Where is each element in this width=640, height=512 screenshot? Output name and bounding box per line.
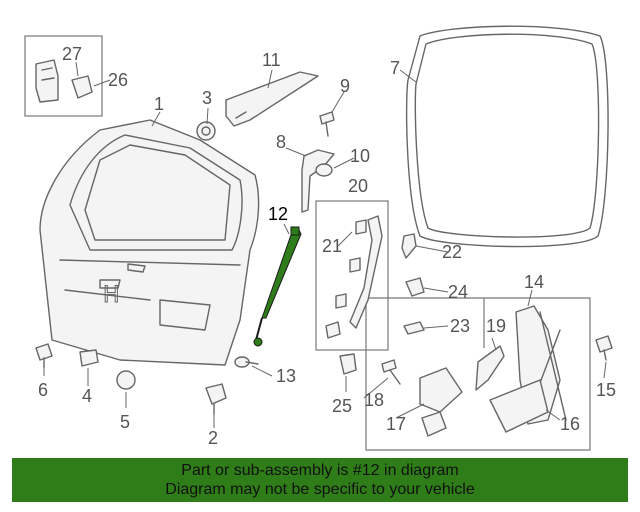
weatherstrip-part-7 [405, 25, 609, 248]
callout-9: 9 [340, 76, 350, 96]
callout-2: 2 [208, 428, 218, 448]
callout-7: 7 [390, 58, 400, 78]
callout-27: 27 [62, 44, 82, 64]
callout-1: 1 [154, 94, 164, 114]
bolt-part-15 [595, 335, 613, 361]
callout-26: 26 [108, 70, 128, 90]
actuator-part-17 [419, 367, 463, 437]
cap-part-5 [116, 370, 136, 390]
callout-12: 12 [268, 204, 288, 224]
callout-22: 22 [442, 242, 462, 262]
callout-20: 20 [348, 176, 368, 196]
motor-part-16 [489, 379, 549, 433]
clip-part-27 [35, 59, 59, 103]
parts-diagram: H [24, 25, 616, 451]
callout-labels: 27 26 1 3 11 9 8 10 7 20 12 21 22 24 14 … [38, 44, 616, 448]
callout-6: 6 [38, 380, 48, 400]
bracket-part-19 [475, 345, 505, 391]
hinge-part-8 [301, 149, 335, 213]
callout-24: 24 [448, 282, 468, 302]
spoiler-part-11 [225, 71, 319, 127]
trim-part-20 [349, 215, 383, 329]
callout-3: 3 [202, 88, 212, 108]
banner-line-1: Part or sub-assembly is #12 in diagram [181, 462, 459, 479]
part-info-banner: Part or sub-assembly is #12 in diagram D… [12, 458, 628, 502]
callout-15: 15 [596, 380, 616, 400]
bumper-part-25 [339, 353, 357, 375]
callout-18: 18 [364, 390, 384, 410]
banner-line-2: Diagram may not be specific to your vehi… [165, 481, 475, 498]
group-box-26-27 [24, 35, 103, 117]
bolt-part-9 [319, 111, 335, 137]
bolt-part-6 [35, 343, 53, 369]
group-box-20 [315, 200, 389, 351]
clip-part-4 [79, 349, 99, 367]
callout-17: 17 [386, 414, 406, 434]
callout-13: 13 [276, 366, 296, 386]
callout-5: 5 [120, 412, 130, 432]
bolt-part-18 [381, 359, 401, 385]
screw-part-23 [403, 321, 425, 335]
callout-23: 23 [450, 316, 470, 336]
svg-text:H: H [103, 283, 120, 308]
washer-part-10 [315, 163, 333, 177]
callout-14: 14 [524, 272, 544, 292]
switch-part-2 [205, 383, 227, 415]
clips-part-21 [325, 219, 367, 339]
callout-4: 4 [82, 386, 92, 406]
callout-21: 21 [322, 236, 342, 256]
gas-strut-part-12 [253, 226, 302, 347]
clip-part-26 [71, 75, 93, 99]
callout-19: 19 [486, 316, 506, 336]
group-box-14 [365, 297, 591, 451]
callout-10: 10 [350, 146, 370, 166]
nut-part-24 [405, 277, 425, 297]
callout-11: 11 [262, 50, 281, 70]
leader-lines [43, 61, 607, 428]
grommet-part-3 [196, 121, 216, 141]
clip-part-22 [401, 233, 417, 259]
callout-25: 25 [332, 396, 352, 416]
callout-16: 16 [560, 414, 580, 434]
callout-8: 8 [276, 132, 286, 152]
tailgate-part-1: H [39, 119, 260, 366]
clip-part-13 [234, 356, 259, 368]
